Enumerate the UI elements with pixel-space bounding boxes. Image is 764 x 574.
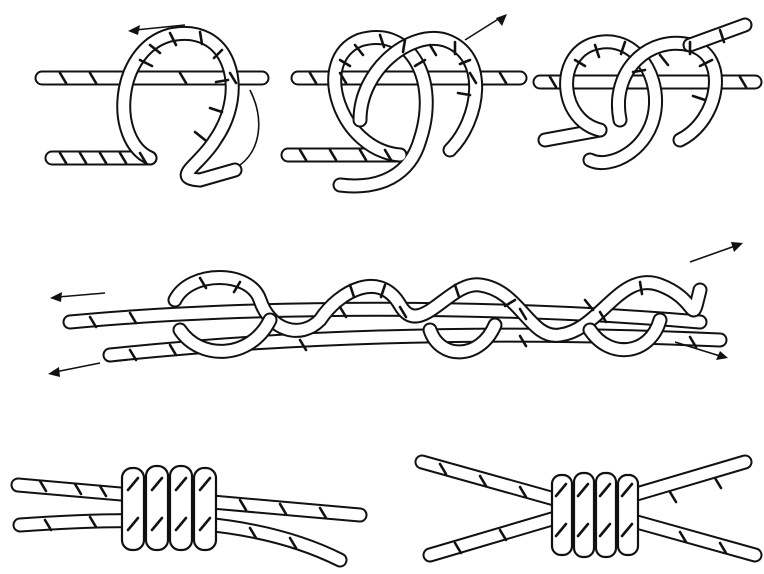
panel-step-1 <box>42 25 262 180</box>
panel-step-2 <box>288 14 520 186</box>
panel-barrel-wrap-b <box>422 462 755 557</box>
panel-barrel-wrap-a <box>18 466 360 560</box>
panel-blood-knot <box>48 242 743 377</box>
panel-step-3 <box>540 25 755 163</box>
